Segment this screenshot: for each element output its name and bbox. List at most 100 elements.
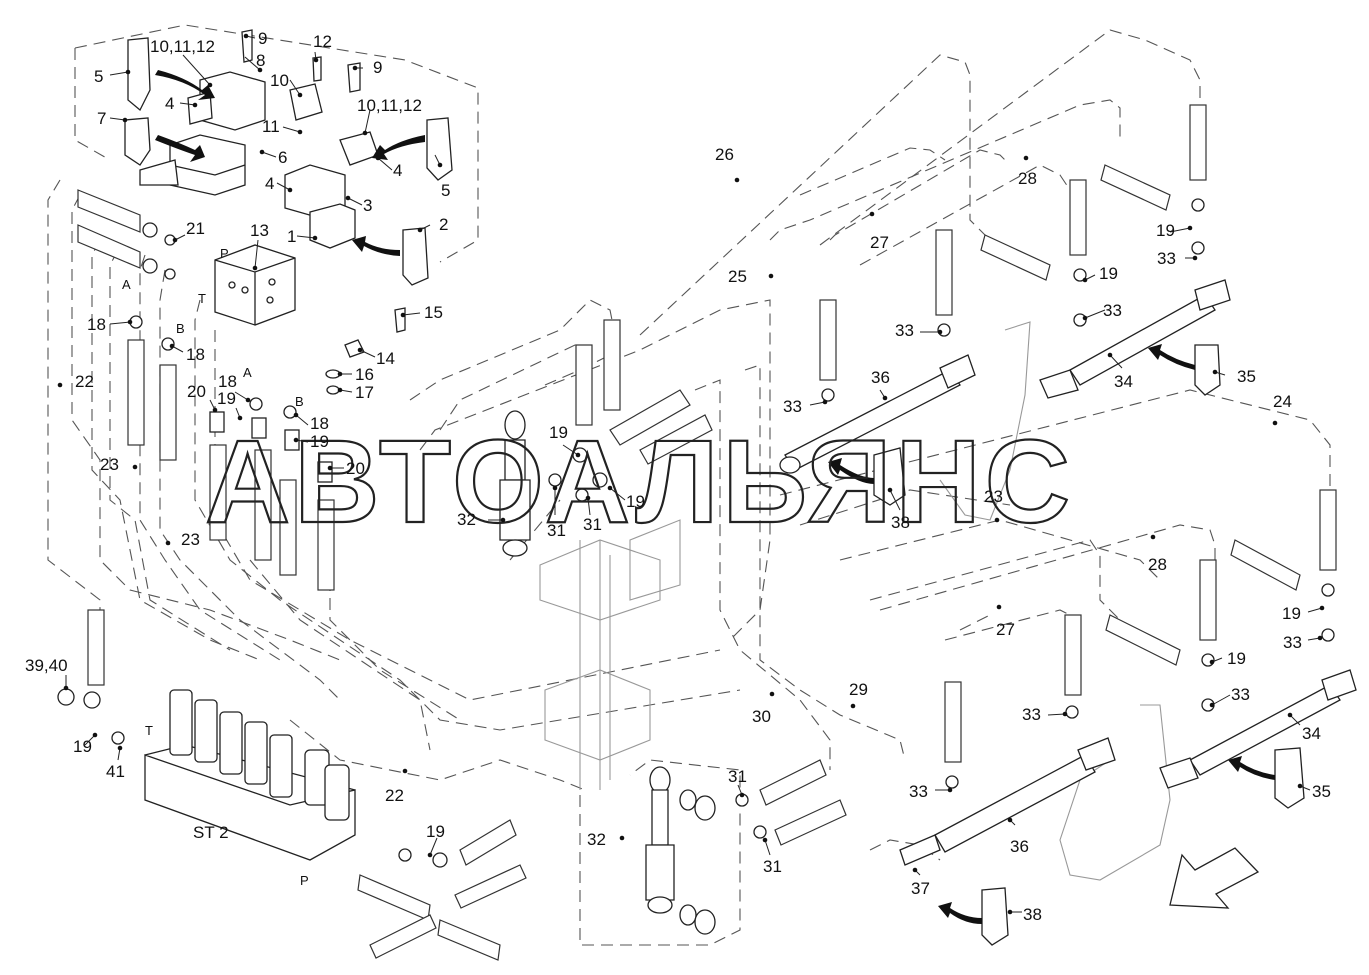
callout-23: 23 <box>100 455 119 474</box>
callout-23: 23 <box>181 530 200 549</box>
callout-7: 7 <box>97 109 106 128</box>
spool-housing <box>139 159 179 186</box>
callout-4: 4 <box>265 174 274 193</box>
callout-34: 34 <box>1302 724 1321 743</box>
callout-24: 24 <box>1273 392 1292 411</box>
callout-11: 11 <box>262 117 280 136</box>
st2-block-label: ST 2 <box>193 823 229 842</box>
callout-8: 8 <box>256 51 265 70</box>
port-a-label-2: A <box>243 365 252 380</box>
callout-2: 2 <box>439 215 448 234</box>
callout-labels: 10,11,12 9 12 5 8 9 10 4 10,11,12 7 11 6… <box>25 29 1331 924</box>
callout-35: 35 <box>1237 367 1256 386</box>
cylinder-32-lower <box>645 759 847 935</box>
callout-37: 37 <box>911 879 930 898</box>
callout-19: 19 <box>1282 604 1301 623</box>
callout-33: 33 <box>1103 301 1122 320</box>
manifold-port-p: P <box>220 246 229 261</box>
callout-27: 27 <box>870 233 889 252</box>
callout-13: 13 <box>250 221 269 240</box>
callout-27: 27 <box>996 620 1015 639</box>
callout-39-40: 39,40 <box>25 656 68 675</box>
callout-19: 19 <box>310 432 329 451</box>
callout-33: 33 <box>1022 705 1041 724</box>
callout-38: 38 <box>1023 905 1042 924</box>
callout-19: 19 <box>1227 649 1246 668</box>
callout-10-11-12: 10,11,12 <box>357 96 422 115</box>
leader-lines <box>57 33 1325 915</box>
callout-9: 9 <box>373 58 382 77</box>
callout-33: 33 <box>1157 249 1176 268</box>
callout-18: 18 <box>310 414 329 433</box>
manifold-port-t: T <box>198 291 206 306</box>
callout-9: 9 <box>258 29 267 48</box>
callout-23: 23 <box>984 487 1003 506</box>
direction-arrow-icon <box>1169 847 1260 909</box>
callout-20: 20 <box>346 459 365 478</box>
callout-36: 36 <box>1010 837 1029 856</box>
cylinder-36-lower <box>899 614 1116 866</box>
callout-31: 31 <box>728 767 747 786</box>
callout-33: 33 <box>909 782 928 801</box>
callout-12: 12 <box>313 32 332 51</box>
callout-19: 19 <box>217 389 236 408</box>
callout-18: 18 <box>186 345 205 364</box>
callout-32: 32 <box>587 830 606 849</box>
watermark-text: АВТОАЛЬЯНС <box>205 416 1074 548</box>
callout-28: 28 <box>1148 555 1167 574</box>
frame-structure-background <box>539 321 1171 881</box>
clip-pointers <box>124 37 1305 946</box>
callout-29: 29 <box>849 680 868 699</box>
bolt-9 <box>241 29 253 63</box>
clip-35b <box>1274 747 1305 809</box>
callout-4: 4 <box>393 161 402 180</box>
callout-21: 21 <box>186 219 205 238</box>
clip-5b <box>426 117 453 181</box>
callout-19: 19 <box>1156 221 1175 240</box>
callout-33: 33 <box>895 321 914 340</box>
callout-32: 32 <box>457 510 476 529</box>
hose-assemblies-left <box>77 189 335 591</box>
callout-31: 31 <box>547 521 566 540</box>
callout-15: 15 <box>424 303 443 322</box>
callout-22: 22 <box>385 786 404 805</box>
callout-10-11-12: 10,11,12 <box>150 37 215 56</box>
callout-34: 34 <box>1114 372 1133 391</box>
clip-7 <box>124 117 151 166</box>
callout-19: 19 <box>73 737 92 756</box>
callout-31: 31 <box>763 857 782 876</box>
clip-2 <box>402 227 429 286</box>
coil-10 <box>339 131 379 166</box>
valve-assembly <box>139 29 379 249</box>
port-a-label: A <box>122 277 131 292</box>
callout-33: 33 <box>783 397 802 416</box>
cylinder-34-lower <box>1105 489 1357 789</box>
callout-16: 16 <box>355 365 374 384</box>
st2-port-t: T <box>145 723 153 738</box>
dashed-hose-routing <box>47 24 1331 946</box>
callout-19: 19 <box>549 423 568 442</box>
callout-33: 33 <box>1231 685 1250 704</box>
cylinder-36-upper <box>779 229 976 474</box>
callout-17: 17 <box>355 383 374 402</box>
clip-38 <box>873 447 906 506</box>
callout-28: 28 <box>1018 169 1037 188</box>
port-b-label-2: B <box>295 394 304 409</box>
clip-5 <box>127 37 151 112</box>
callout-41: 41 <box>106 762 125 781</box>
st2-port-p: P <box>300 873 309 888</box>
callout-36: 36 <box>871 368 890 387</box>
callout-19: 19 <box>1099 264 1118 283</box>
callout-33: 33 <box>1283 633 1302 652</box>
callout-18: 18 <box>218 372 237 391</box>
callout-35: 35 <box>1312 782 1331 801</box>
callout-38: 38 <box>891 513 910 532</box>
valve-body-1 <box>309 203 356 249</box>
callout-19: 19 <box>626 492 645 511</box>
callout-30: 30 <box>752 707 771 726</box>
callout-31: 31 <box>583 515 602 534</box>
callout-18: 18 <box>87 315 106 334</box>
manifold-block-13 <box>214 244 406 395</box>
callout-5: 5 <box>94 67 103 86</box>
st2-control-block <box>57 609 356 861</box>
